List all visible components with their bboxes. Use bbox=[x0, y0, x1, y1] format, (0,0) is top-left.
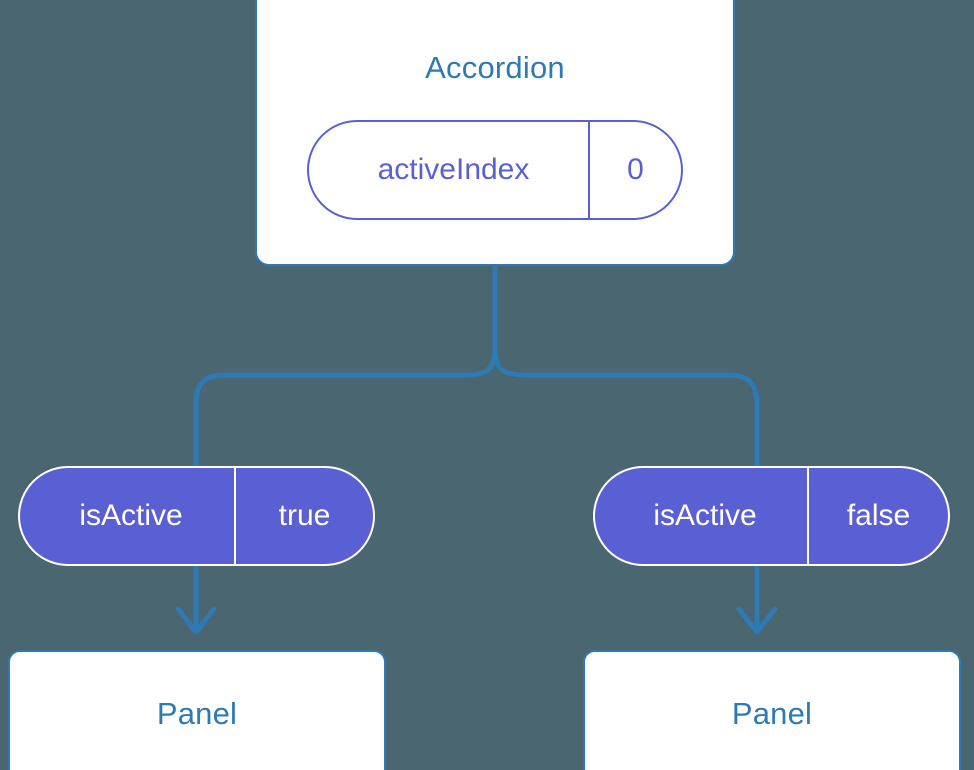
prop-pill-isactive-true[interactable]: isActive true bbox=[18, 466, 375, 566]
component-title-panel-left: Panel bbox=[156, 696, 238, 731]
component-title-accordion: Accordion bbox=[425, 50, 565, 85]
prop-pill-key: isActive bbox=[653, 499, 757, 532]
connector-branch-right bbox=[492, 347, 760, 468]
prop-pill-value: true bbox=[234, 468, 373, 564]
prop-pill-key: isActive bbox=[79, 499, 183, 532]
component-card-panel-left[interactable]: Panel bbox=[8, 650, 386, 770]
prop-pill-value: false bbox=[807, 468, 948, 564]
down-arrow-icon-left bbox=[175, 566, 217, 635]
component-card-panel-right[interactable]: Panel bbox=[583, 650, 961, 770]
state-pill-key: activeIndex bbox=[377, 153, 530, 186]
component-title-panel-right: Panel bbox=[731, 696, 813, 731]
down-arrow-icon-right bbox=[736, 566, 778, 635]
prop-pill-isactive-false[interactable]: isActive false bbox=[593, 466, 950, 566]
state-pill-value: 0 bbox=[588, 122, 681, 218]
state-pill-activeindex[interactable]: activeIndex 0 bbox=[307, 120, 683, 220]
connector-branch-left bbox=[193, 347, 498, 468]
